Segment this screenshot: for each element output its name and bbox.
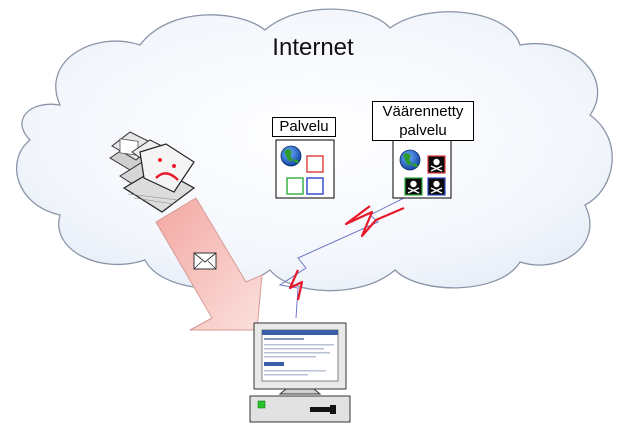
skull-crossbones-icon bbox=[427, 155, 446, 174]
blue-square-icon bbox=[306, 177, 324, 195]
fake-service-label: Väärennetty palvelu bbox=[372, 101, 474, 141]
infected-computers bbox=[109, 131, 196, 213]
lightning-attack-icon bbox=[278, 189, 421, 319]
globe-icon bbox=[399, 149, 421, 171]
skull-crossbones-icon bbox=[404, 177, 423, 196]
skull-crossbones-icon bbox=[427, 177, 446, 196]
genuine-service-label-text: Palvelu bbox=[279, 118, 329, 135]
genuine-service bbox=[275, 139, 335, 199]
globe-icon bbox=[280, 145, 302, 167]
green-square-icon bbox=[286, 177, 304, 195]
internet-label: Internet bbox=[272, 34, 354, 61]
red-square-icon bbox=[306, 155, 324, 173]
genuine-service-label: Palvelu bbox=[272, 117, 336, 137]
fake-service-label-line1: Väärennetty bbox=[382, 103, 464, 120]
fake-service bbox=[392, 139, 452, 199]
fake-service-label-line2: palvelu bbox=[399, 122, 447, 139]
desktop-computer-icon bbox=[249, 322, 351, 423]
envelope-icon bbox=[193, 252, 217, 270]
sad-laptop-icon bbox=[122, 143, 196, 213]
